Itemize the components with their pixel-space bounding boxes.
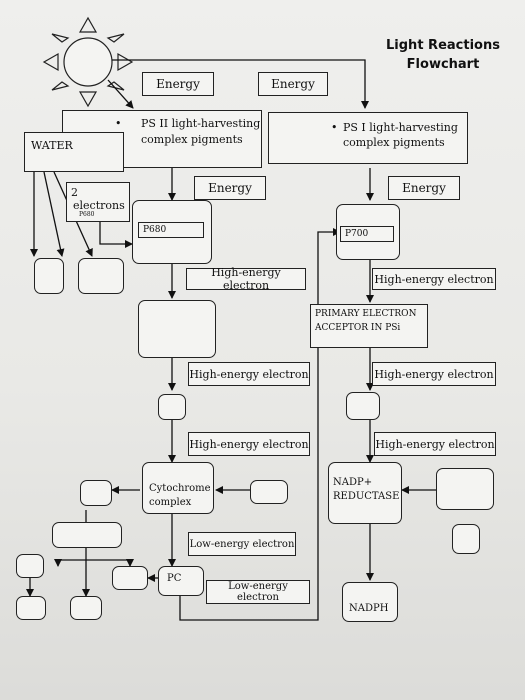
high-energy-label-1: High-energy electron	[186, 266, 306, 292]
primary-acceptor-line-2: ACCEPTOR IN PSi	[315, 323, 401, 333]
high-energy-label-5: High-energy electron	[188, 432, 310, 456]
title-line-1: Light Reactions	[386, 38, 500, 53]
blank-box-water-1	[34, 258, 64, 294]
blank-box-tree-bottom-2	[70, 596, 102, 620]
water-box: WATER	[24, 132, 124, 172]
ps2-line-1: PS II light-harvesting	[141, 117, 261, 130]
blank-box-right-1	[346, 392, 380, 420]
blank-box-tree-top	[52, 522, 122, 548]
high-energy-label-3: High-energy electron	[188, 362, 310, 386]
title-line-2: Flowchart	[406, 57, 480, 72]
cytochrome-box: Cytochrome complex	[142, 462, 214, 514]
sun-icon	[42, 16, 134, 108]
ps2-bullet: •	[115, 117, 122, 130]
nadph-box: NADPH	[342, 582, 398, 622]
p680-label: P680	[138, 222, 204, 238]
blank-box-nadp-lower	[452, 524, 480, 554]
blank-box-tree-left	[16, 554, 44, 578]
pc-box: PC	[158, 566, 204, 596]
energy-label-3: Energy	[194, 176, 266, 200]
nadp-line-2: REDUCTASE	[333, 491, 400, 502]
blank-box-water-2	[78, 258, 124, 294]
blank-box-cyt-left	[80, 480, 112, 506]
ps1-bullet: •	[331, 121, 338, 134]
nadp-reductase-box: NADP+ REDUCTASE	[328, 462, 402, 524]
electrons-count: 2	[71, 186, 78, 199]
nadph-label: NADPH	[349, 603, 389, 614]
blank-box-nadp-right	[436, 468, 494, 510]
primary-acceptor-line-1: PRIMARY ELECTRON	[315, 309, 417, 319]
low-energy-label-2: Low-energy electron	[206, 580, 310, 604]
electrons-box: 2 electrons P680	[66, 182, 130, 222]
p700-label: P700	[340, 226, 394, 242]
primary-acceptor-box: PRIMARY ELECTRON ACCEPTOR IN PSi	[310, 304, 428, 348]
blank-box-tree-bottom-1	[16, 596, 46, 620]
energy-label-1: Energy	[142, 72, 214, 96]
high-energy-label-4: High-energy electron	[372, 362, 496, 386]
energy-label-4: Energy	[388, 176, 460, 200]
pc-label: PC	[167, 573, 182, 584]
blank-box-chain-1	[138, 300, 216, 358]
electrons-word: electrons	[73, 199, 125, 212]
cytochrome-line-2: complex	[149, 497, 192, 508]
blank-box-tree-mid	[112, 566, 148, 590]
blank-box-chain-2	[158, 394, 186, 420]
flowchart-title: Light Reactions Flowchart	[378, 36, 508, 74]
ps1-box: • PS I light-harvesting complex pigments	[268, 112, 468, 164]
ps1-line-2: complex pigments	[343, 136, 445, 149]
high-energy-label-2: High-energy electron	[372, 268, 496, 290]
electrons-sub: P680	[79, 211, 95, 218]
cytochrome-line-1: Cytochrome	[149, 483, 211, 494]
energy-label-2: Energy	[258, 72, 328, 96]
high-energy-label-6: High-energy electron	[374, 432, 496, 456]
blank-box-cyt-right	[250, 480, 288, 504]
ps1-line-1: PS I light-harvesting	[343, 121, 458, 134]
nadp-line-1: NADP+	[333, 477, 373, 488]
low-energy-label-1: Low-energy electron	[188, 532, 296, 556]
ps2-line-2: complex pigments	[141, 133, 243, 146]
